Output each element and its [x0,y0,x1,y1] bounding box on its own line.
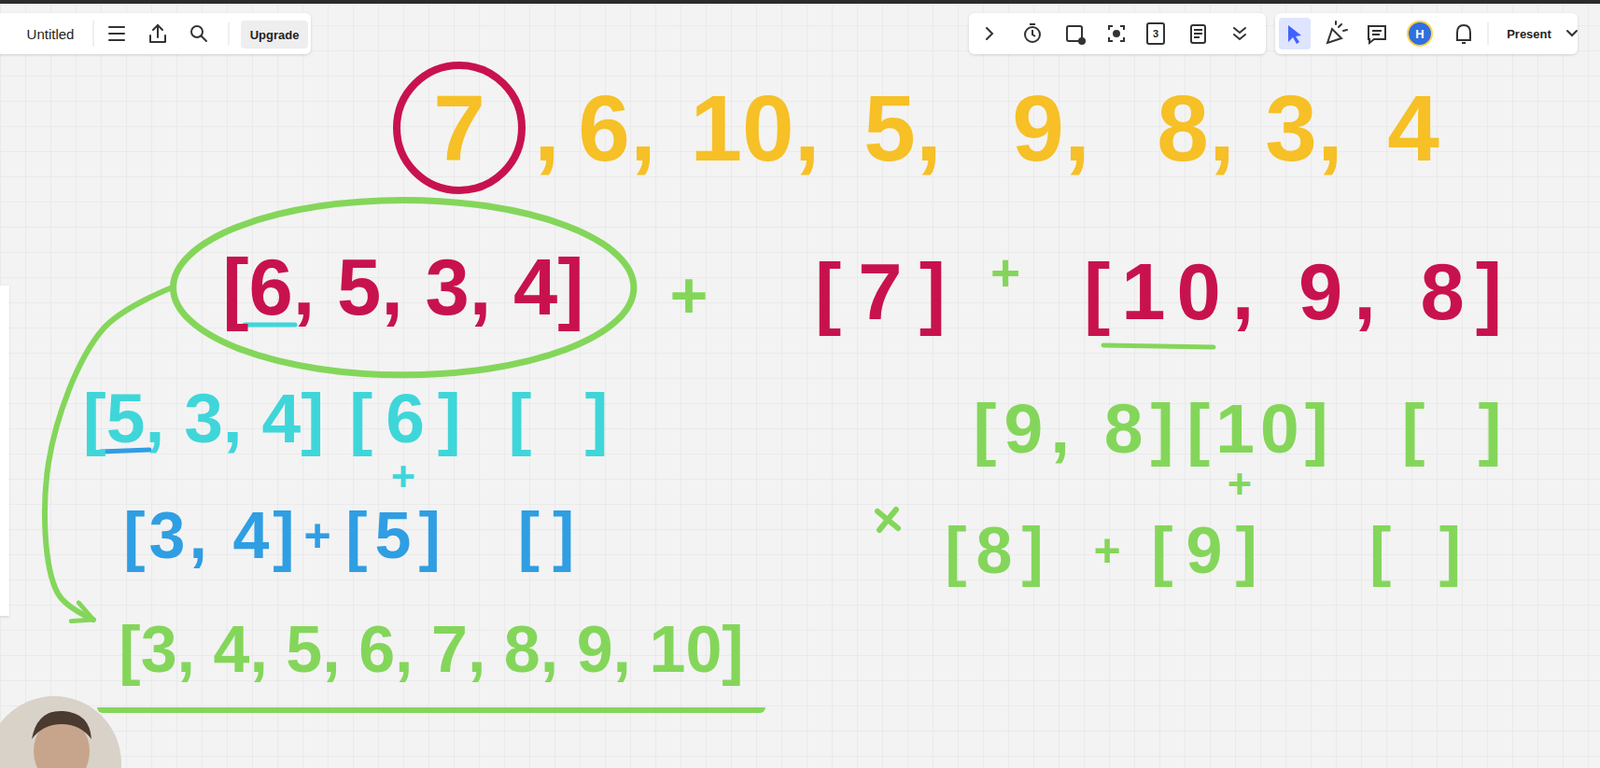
empty-partition: [ ] [1354,518,1476,584]
outline [172,199,633,375]
more-icon [1234,28,1246,40]
plus-sign: + [303,512,331,560]
notes-icon [1191,25,1206,43]
focus-icon [1108,26,1124,42]
sub-partition: [3, 4] [119,503,298,569]
counter-value: 3 [1152,28,1159,40]
array-value: 5, [863,81,941,175]
sub-pivot: [9] [1137,518,1271,584]
side-panel [0,285,10,617]
array-separator: , [533,81,561,175]
webcam-ground [0,696,122,768]
node-text: [6, 5, 3, 4] [222,247,584,327]
empty-partition: [ ] [1385,393,1519,464]
sub-pivot: [6] [336,383,475,454]
pivot-list: [7] [798,252,963,332]
active-tool-ground [1278,17,1311,50]
array-value: 4 [1387,81,1440,175]
toolbar-panel [0,13,311,55]
dropdown-chevron [1567,30,1577,36]
toolbar-panel [1275,13,1578,55]
sub-partition: [5, 3, 4] [83,383,324,454]
reaction-icon [1327,21,1348,43]
plus-sign: + [670,263,709,329]
array-value: 6, [577,81,656,175]
avatar-circle [1407,21,1432,46]
present-button: Present [1506,28,1552,41]
top-left-toolbar [0,13,311,55]
webcam-bubble [0,696,122,768]
upgrade-button-ground [240,20,309,49]
node-text: [3, 4, 5, 6, 7, 8, 9, 10] [118,617,744,683]
plus-sign: + [391,455,416,498]
empty-partition: [] [505,503,589,569]
array-value: 3, [1264,81,1343,175]
flow-arrow [44,287,173,620]
collaboration-toolbar [1275,13,1578,55]
sub-pivot: [10] [1180,393,1334,464]
window-bar [0,0,1600,4]
timer-icon [1024,24,1040,43]
counter-icon [1147,23,1165,44]
top-right-toolbar [968,13,1266,55]
cross-mark [877,509,899,531]
separator [1487,22,1489,45]
sub-pivot: [5] [337,503,449,569]
toolbar-panel [968,13,1266,55]
sub-partition: [9, 8] [965,393,1181,464]
node-text: 7 [433,81,486,175]
comment-icon [1368,26,1386,43]
search-icon [191,26,207,42]
separator [228,22,230,45]
separator [93,20,95,47]
cursor-icon [1288,25,1302,44]
frame-icon [1066,26,1085,44]
upload-icon [150,25,166,43]
plus-sign: + [1093,527,1121,575]
sub-partition: [8] [935,518,1053,584]
plus-sign: + [1227,463,1252,506]
array-value: 9, [1011,81,1090,175]
sorted-result: [3, 4, 5, 6, 7, 8, 9, 10] [97,591,766,714]
expand-icon [986,28,993,40]
array-value: 10, [689,81,820,175]
menu-icon [109,27,125,41]
underline [1103,345,1214,348]
empty-partition: [ ] [491,383,626,454]
plus-sign: + [990,247,1021,299]
pivot-circle: 7 [392,61,526,195]
outline [396,65,522,191]
partition-ellipse: [6, 5, 3, 4] [169,196,637,379]
right-partition: [10, 9, 8] [1072,252,1514,332]
upgrade-button: Upgrade [250,28,300,42]
bell-icon [1457,25,1471,43]
presenter-hair [31,711,92,740]
array-value: 8, [1156,81,1235,175]
board-title: Untitled [27,27,75,42]
avatar-initial: H [1415,28,1424,41]
